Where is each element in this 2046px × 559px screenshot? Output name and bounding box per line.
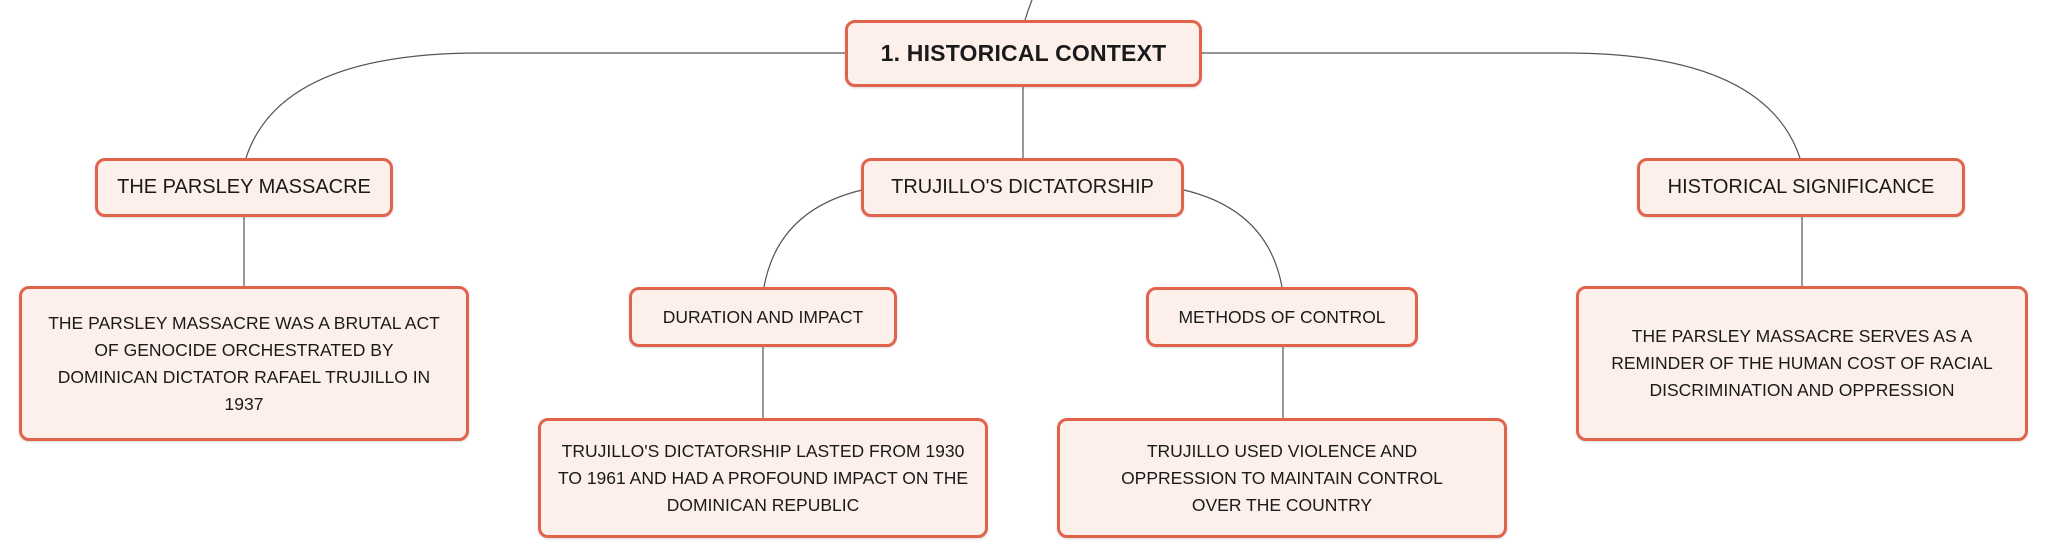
node-historical-significance[interactable]: HISTORICAL SIGNIFICANCE	[1637, 158, 1965, 217]
node-label: THE PARSLEY MASSACRE	[117, 176, 371, 198]
node-label: TRUJILLO'S DICTATORSHIP	[891, 176, 1154, 198]
node-parsley-massacre-detail[interactable]: THE PARSLEY MASSACRE WAS A BRUTAL ACT OF…	[19, 286, 469, 441]
node-text: THE PARSLEY MASSACRE WAS A BRUTAL ACT OF…	[48, 312, 440, 414]
edge-dictatorship-to-methods	[1183, 189, 1283, 288]
node-trujillos-dictatorship[interactable]: TRUJILLO'S DICTATORSHIP	[861, 158, 1184, 217]
root-node[interactable]: 1. HISTORICAL CONTEXT	[845, 20, 1202, 87]
edge-parent-to-root	[1024, 0, 1033, 21]
node-parsley-massacre[interactable]: THE PARSLEY MASSACRE	[95, 158, 393, 217]
node-historical-significance-detail[interactable]: THE PARSLEY MASSACRE SERVES AS A REMINDE…	[1576, 286, 2028, 441]
edge-root-to-historical-significance	[1200, 52, 1801, 159]
node-label: METHODS OF CONTROL	[1178, 306, 1386, 327]
node-label: DURATION AND IMPACT	[662, 306, 864, 327]
node-duration-and-impact[interactable]: DURATION AND IMPACT	[629, 287, 897, 347]
node-text: TRUJILLO'S DICTATORSHIP LASTED FROM 1930…	[557, 440, 969, 515]
node-methods-of-control-detail[interactable]: TRUJILLO USED VIOLENCE AND OPPRESSION TO…	[1057, 418, 1507, 538]
node-duration-and-impact-detail[interactable]: TRUJILLO'S DICTATORSHIP LASTED FROM 1930…	[538, 418, 988, 538]
node-text: TRUJILLO USED VIOLENCE AND OPPRESSION TO…	[1121, 440, 1443, 515]
edge-root-to-parsley-massacre	[245, 52, 845, 159]
edge-dictatorship-to-duration	[763, 189, 863, 288]
node-label: HISTORICAL SIGNIFICANCE	[1667, 176, 1935, 198]
node-text: THE PARSLEY MASSACRE SERVES AS A REMINDE…	[1611, 326, 1993, 400]
root-node-label: 1. HISTORICAL CONTEXT	[880, 40, 1167, 66]
node-methods-of-control[interactable]: METHODS OF CONTROL	[1146, 287, 1418, 347]
